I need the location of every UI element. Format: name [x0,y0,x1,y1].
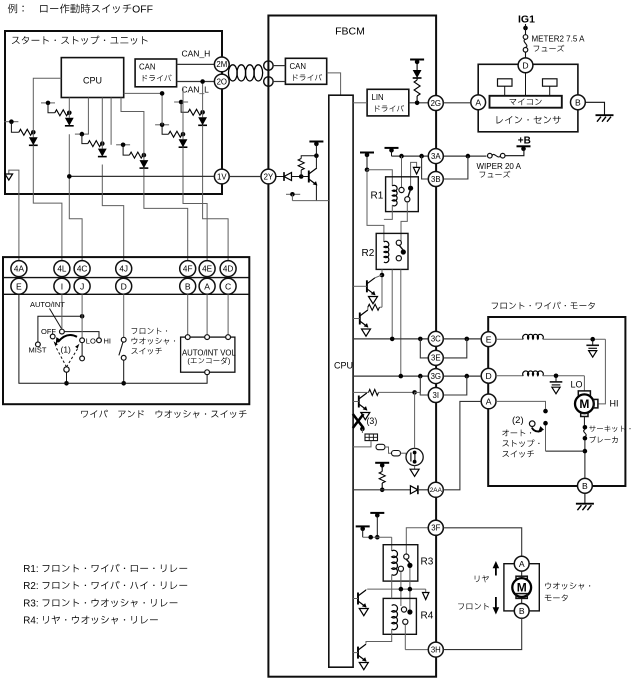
svg-text:サーキット・: サーキット・ [589,425,634,434]
svg-text:2O: 2O [217,77,227,86]
svg-text:HI: HI [104,336,112,345]
svg-text:スタート・ストップ・ユニット: スタート・ストップ・ユニット [11,35,149,47]
svg-text:2G: 2G [431,99,441,108]
svg-text:CAN_H: CAN_H [182,49,211,59]
svg-text:B: B [582,481,588,491]
svg-text:3E: 3E [431,354,441,363]
svg-text:CPU: CPU [334,361,353,371]
svg-text:4L: 4L [57,265,67,274]
svg-text:(3): (3) [367,416,378,426]
svg-text:AUTO/INT: AUTO/INT [30,300,65,309]
svg-text:WIPER 20 A: WIPER 20 A [477,162,522,171]
svg-text:2Y: 2Y [264,172,274,181]
svg-text:A: A [519,559,525,569]
svg-text:2M: 2M [216,60,227,69]
svg-text:LO: LO [86,336,96,345]
svg-text:(1): (1) [61,345,72,355]
svg-text:LO: LO [571,380,583,390]
svg-text:R2: フロント・ワイパ・ハイ・リレー: R2: フロント・ワイパ・ハイ・リレー [23,580,188,592]
svg-text:ドライバ: ドライバ [373,105,404,114]
svg-text:E: E [16,281,22,291]
svg-text:IG1: IG1 [518,14,535,26]
svg-text:オート・: オート・ [502,428,535,438]
svg-text:3I: 3I [433,391,440,400]
svg-text:フロント・: フロント・ [131,327,171,336]
svg-text:(エンコーダ): (エンコーダ) [187,356,230,366]
svg-text:フューズ: フューズ [479,170,511,179]
svg-text:ウオッシャ・: ウオッシャ・ [544,581,594,591]
svg-text:例： ロー作動時スイッチOFF: 例： ロー作動時スイッチOFF [8,4,153,16]
svg-text:フロント: フロント [457,602,490,612]
svg-text:I: I [61,281,63,291]
svg-text:R2: R2 [362,248,375,259]
svg-text:リヤ: リヤ [473,574,490,584]
svg-text:HI: HI [610,399,619,409]
svg-text:R1: R1 [371,191,384,202]
svg-text:3B: 3B [431,175,441,184]
svg-text:1V: 1V [217,172,227,181]
svg-text:C: C [225,281,231,291]
svg-text:E: E [486,334,492,344]
svg-text:モータ: モータ [544,593,569,603]
svg-text:D: D [121,281,127,291]
svg-text:ブレーカ: ブレーカ [589,436,619,445]
svg-text:R1: フロント・ワイパ・ロー・リレー: R1: フロント・ワイパ・ロー・リレー [23,563,188,575]
svg-text:4A: 4A [14,265,25,274]
svg-text:3F: 3F [431,524,440,533]
svg-text:CAN_L: CAN_L [182,85,210,95]
svg-text:ストップ・: ストップ・ [502,439,544,449]
svg-text:4E: 4E [202,265,213,274]
svg-text:AUTO/INT VOL: AUTO/INT VOL [182,348,237,357]
svg-text:フューズ: フューズ [533,45,565,54]
svg-text:4J: 4J [119,265,128,274]
svg-text:B: B [575,97,581,107]
svg-text:レイン・センサ: レイン・センサ [495,116,562,127]
svg-text:M: M [517,581,527,595]
svg-text:3G: 3G [431,372,441,381]
svg-text:FBCM: FBCM [335,26,365,38]
svg-text:3A: 3A [431,152,441,161]
svg-text:R4: R4 [421,611,434,622]
svg-text:METER2 7.5 A: METER2 7.5 A [532,35,586,44]
svg-text:D: D [522,60,528,70]
svg-text:OFF: OFF [41,327,56,336]
svg-text:A: A [204,281,210,291]
svg-text:LIN: LIN [372,93,384,102]
svg-text:3H: 3H [431,645,441,654]
svg-text:ワイパ アンド ウオッシャ・スイッチ: ワイパ アンド ウオッシャ・スイッチ [80,410,247,420]
svg-text:MIST: MIST [29,346,47,355]
svg-text:4C: 4C [77,265,88,274]
svg-text:(2): (2) [512,415,524,426]
svg-text:CPU: CPU [83,76,102,86]
svg-text:D: D [485,371,491,381]
svg-text:R4: リヤ・ウオッシャ・リレー: R4: リヤ・ウオッシャ・リレー [23,616,159,627]
svg-text:+B: +B [518,136,531,147]
svg-text:フロント・ワイパ・モータ: フロント・ワイパ・モータ [491,301,597,311]
svg-text:マイコン: マイコン [509,97,543,107]
svg-text:R3: R3 [421,557,434,568]
svg-text:2AA: 2AA [430,487,443,494]
svg-text:ドライバ: ドライバ [141,74,172,83]
svg-text:CAN: CAN [290,62,306,71]
svg-text:J: J [80,281,84,291]
svg-text:A: A [486,396,492,406]
svg-text:ウオッシャ・: ウオッシャ・ [131,337,179,346]
svg-text:4F: 4F [183,265,193,274]
svg-text:B: B [519,606,525,616]
svg-text:ドライバ: ドライバ [291,74,322,83]
svg-text:B: B [185,281,191,291]
svg-text:3C: 3C [431,335,441,344]
svg-text:スイッチ: スイッチ [131,347,163,356]
svg-text:CAN: CAN [139,63,155,72]
svg-text:R3: フロント・ウオッシャ・リレー: R3: フロント・ウオッシャ・リレー [23,598,178,609]
svg-text:4D: 4D [223,265,234,274]
svg-text:スイッチ: スイッチ [502,449,535,459]
svg-text:A: A [475,97,481,107]
svg-text:M: M [579,397,589,411]
